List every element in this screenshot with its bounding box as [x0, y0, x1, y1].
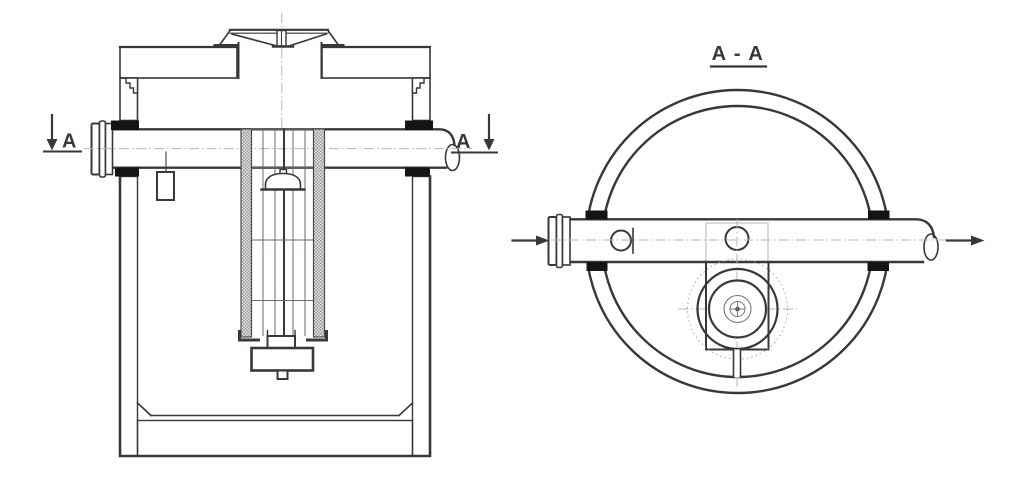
feed-pipe	[84, 120, 472, 178]
probe-assembly	[238, 128, 328, 380]
probe-joint-lines	[251, 239, 314, 301]
neck-walls	[237, 42, 323, 79]
probe-neck	[266, 335, 296, 349]
probe-sheath-left	[240, 128, 253, 338]
section-cut-arrowhead-right	[483, 139, 495, 151]
pipe-seal-bottom-right	[405, 167, 430, 177]
vessel-lid-right	[321, 46, 431, 79]
pipe-seal-top-left	[111, 120, 139, 130]
floor-chamfers	[136, 401, 414, 417]
drain-stem	[732, 348, 742, 379]
lid-rabbet-left	[125, 77, 139, 94]
probe-sheath-right	[312, 128, 326, 338]
sheath-end-cap-left	[238, 330, 260, 342]
aa-seal-top-right	[868, 210, 890, 220]
flow-arrow-in-icon	[536, 235, 550, 246]
sheath-end-cap-right	[306, 330, 328, 342]
probe-inner-tube-circle	[723, 294, 752, 324]
section-marker-left: A	[43, 113, 82, 153]
phantom-circle	[687, 258, 788, 360]
vessel-outer-boundary	[118, 175, 432, 458]
probe-inner-tubes	[262, 129, 306, 336]
pipe-break-symbol	[444, 143, 461, 172]
probe-weight-box	[250, 346, 315, 372]
flow-arrow-out	[945, 235, 985, 246]
flow-arrow-in	[511, 235, 550, 246]
center-mark	[730, 301, 745, 317]
neck-opening	[239, 43, 321, 78]
pipe-coupling-aa	[547, 216, 558, 266]
section-label-left: A	[62, 131, 76, 153]
lid-rabbet-right	[411, 77, 425, 94]
pipe-seal-top-right	[405, 120, 433, 130]
flow-arrow-out-icon	[971, 235, 985, 246]
probe-cross-section	[696, 267, 779, 351]
probe-sheath-ring	[696, 267, 779, 351]
section-cut-arrowhead-left	[46, 139, 58, 151]
vessel-wall-lower-right	[411, 175, 431, 457]
cross-section-view: A - A	[511, 43, 985, 395]
vessel-bottom-slab	[136, 419, 414, 457]
pipe-tab-fitting	[156, 171, 175, 201]
vessel-lid-left	[119, 46, 238, 79]
section-label-right: A	[456, 131, 470, 153]
fill-funnel	[213, 28, 345, 48]
pipe-break-symbol-aa	[923, 233, 939, 261]
vessel-wall-lower-left	[119, 175, 139, 457]
pipe-seal-bottom-left	[115, 167, 139, 177]
front-section-view: A A	[43, 13, 498, 458]
aa-title: A - A	[712, 43, 765, 65]
probe-bottom-nub	[276, 369, 289, 380]
probe-dome	[264, 172, 302, 191]
aa-seal-bottom-right	[867, 262, 889, 271]
aa-seal-top-left	[585, 210, 608, 220]
section-marker-right: A	[451, 113, 498, 154]
aa-seal-bottom-left	[586, 262, 608, 271]
